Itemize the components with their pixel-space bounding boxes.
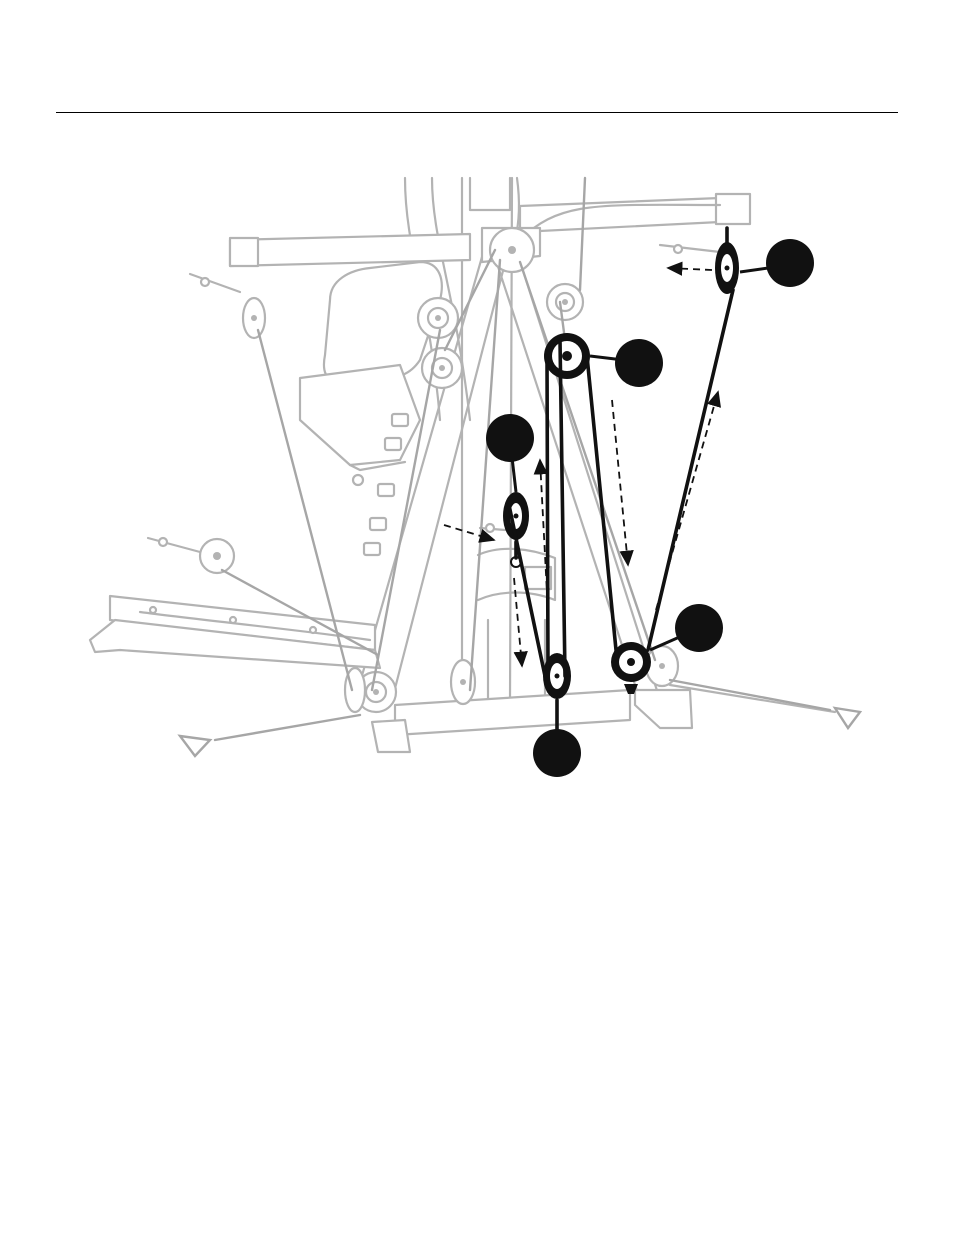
callout-lower-right (675, 604, 723, 652)
callout-upper-center (615, 339, 663, 387)
callout-top-right (766, 239, 814, 287)
highlighted-cable-route (503, 228, 739, 735)
callout-left (486, 414, 534, 462)
callout-bottom (533, 729, 581, 777)
